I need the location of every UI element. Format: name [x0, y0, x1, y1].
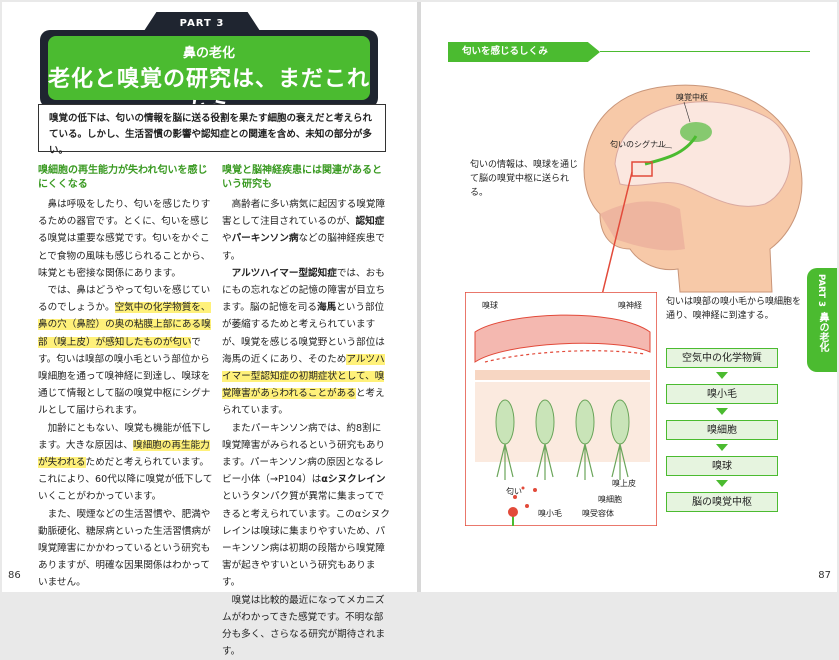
text: 加齢にともない、嗅覚も機能が低下します。大きな原因は、: [38, 422, 211, 451]
flow-step: 脳の嗅覚中枢: [666, 492, 778, 512]
bold-text: 海馬: [316, 302, 337, 314]
molecule: [513, 495, 517, 499]
molecule: [525, 504, 529, 508]
brain-shape: [614, 101, 791, 207]
paragraph: では、鼻はどうやって匂いを感じているのでしょうか。空気中の化学物質を、鼻の穴（鼻…: [38, 282, 213, 420]
label-odor-signal: 匂いのシグナル: [610, 140, 666, 149]
side-tab-chapter: 鼻の老化: [817, 312, 828, 352]
label-olfactory-nerve: 嗅神経: [618, 301, 642, 310]
part-label: PART 3: [142, 12, 262, 34]
olfactory-cell: [610, 399, 630, 445]
diagram-tab: 匂いを感じるしくみ: [448, 42, 600, 62]
flower-icon: [508, 507, 518, 526]
side-tab-part: PART 3: [816, 274, 826, 307]
paragraph: 加齢にともない、嗅覚も機能が低下します。大きな原因は、嗅細胞の再生能力が失われる…: [38, 420, 213, 506]
zoom-box: [631, 161, 653, 177]
flow-step: 嗅小毛: [666, 384, 778, 404]
label-odor: 匂い: [506, 487, 522, 496]
label-receptor: 嗅受容体: [582, 509, 614, 518]
text: 嗅覚は比較的最近になってメカニズムがわかってきた感覚です。不明な部分も多く、さら…: [222, 594, 386, 658]
label-olfactory-cell: 嗅細胞: [598, 495, 622, 504]
bold-text: 認知症: [355, 216, 385, 228]
label-olfactory-center: 嗅覚中枢: [676, 93, 708, 102]
paragraph: 嗅覚は比較的最近になってメカニズムがわかってきた感覚です。不明な部分も多く、さら…: [222, 592, 390, 660]
olfactory-cell: [575, 399, 595, 445]
bone-layer: [475, 370, 650, 380]
text: ためだと考えられています。これにより、60代以降に嗅覚が低下していくことがわかっ…: [38, 457, 213, 503]
down-arrow-icon: [716, 408, 728, 415]
olfactory-center: [680, 122, 712, 142]
molecule: [521, 486, 525, 490]
olfactory-detail-illustration: [465, 292, 657, 526]
label-olfactory-bulb: 嗅球: [482, 301, 498, 310]
down-arrow-icon: [716, 480, 728, 487]
label-olfactory-epithelium: 嗅上皮: [612, 479, 636, 488]
zoom-line: [601, 171, 633, 296]
paragraph: 鼻は呼吸をしたり、匂いを感じたりするための器官です。とくに、匂いを感じる嗅覚は重…: [38, 196, 213, 282]
zoom-connector: [601, 171, 633, 296]
text: や: [222, 233, 232, 245]
text: では、鼻はどうやって匂いを感じているのでしょうか。: [38, 285, 211, 314]
column-1-heading: 嗅細胞の再生能力が失われ匂いを感じにくくなる: [38, 165, 208, 190]
bold-text: アルツハイマー型認知症: [231, 267, 337, 279]
text: また、喫煙などの生活習慣や、肥満や動脈硬化、糖尿病といった生活習慣病が嗅覚障害に…: [38, 508, 211, 589]
flow-step: 空気中の化学物質: [666, 348, 778, 368]
head-illustration: [583, 84, 803, 293]
chapter-subtitle: 鼻の老化: [182, 46, 235, 61]
diagram-caption: 匂いの情報は、嗅球を通じて脳の嗅覚中枢に送られる。: [470, 160, 579, 198]
cilia-group: [496, 443, 629, 480]
divider: [600, 51, 810, 52]
page-gutter: [417, 2, 421, 592]
flow-caption: 匂いは嗅部の嗅小毛から嗅細胞を通り、嗅神経に到達する。: [666, 297, 802, 321]
molecule: [533, 488, 537, 492]
paragraph: またパーキンソン病では、約8割に嗅覚障害がみられるという研究もあります。パーキン…: [222, 420, 390, 592]
text: です。匂いは嗅部の嗅小毛という部位から嗅細胞を通って嗅神経に到達し、嗅球を通じて…: [38, 336, 211, 417]
bold-text: パーキンソン病: [231, 233, 299, 245]
column-2-heading: 嗅覚と脳神経疾患には関連があるという研究も: [222, 165, 382, 190]
olfactory-cell: [535, 399, 555, 445]
flower-head: [508, 507, 518, 517]
leader-line: [683, 101, 691, 123]
column-1: 嗅細胞の再生能力が失われ匂いを感じにくくなる 鼻は呼吸をしたり、匂いを感じたりす…: [38, 164, 213, 592]
cilia: [576, 443, 594, 480]
text: 高齢者に多い病気に起因する嗅覚障害として注目されているのが、: [222, 199, 386, 228]
side-tab: PART 3 鼻の老化: [807, 268, 837, 372]
page-title: 老化と嗅覚の研究は、まだこれから: [48, 67, 371, 124]
olfactory-bulb-tissue: [474, 314, 651, 363]
column-2: 嗅覚と脳神経疾患には関連があるという研究も 高齢者に多い病気に起因する嗅覚障害と…: [222, 164, 390, 660]
paragraph: アルツハイマー型認知症では、おもにもの忘れなどの記憶の障害が目立ちます。脳の記憶…: [222, 265, 390, 420]
bold-text: αシヌクレイン: [321, 474, 386, 486]
text: という部位が萎縮するためと考えられていますが、嗅覚を感じる嗅覚野という部位は海馬…: [222, 302, 385, 365]
text: 鼻は呼吸をしたり、匂いを感じたりするための器官です。とくに、匂いを感じる嗅覚は重…: [38, 199, 211, 279]
cell-group: [495, 399, 630, 445]
down-arrow-icon: [716, 444, 728, 451]
text: では、おもにもの忘れなどの記憶の障害が目立ちます。脳の記憶を司る: [222, 267, 386, 314]
paragraph: また、喫煙などの生活習慣や、肥満や動脈硬化、糖尿病といった生活習慣病が嗅覚障害に…: [38, 506, 213, 592]
page-number-left: 86: [8, 570, 21, 581]
text: またパーキンソン病では、約8割に嗅覚障害がみられるという研究もあります。パーキン…: [222, 422, 386, 486]
text: というタンパク質が異常に集まってできると考えられています。このαシヌクレインは嗅…: [222, 491, 390, 589]
leader-line: [655, 145, 673, 149]
paragraph: 高齢者に多い病気に起因する嗅覚障害として注目されているのが、認知症やパーキンソン…: [222, 196, 390, 265]
title-panel: 鼻の老化 老化と嗅覚の研究は、まだこれから: [48, 36, 370, 124]
lead-text: 嗅覚の低下は、匂いの情報を脳に送る役割を果たす細胞の衰えだと考えられている。しか…: [49, 113, 373, 156]
text: などの脳神経疾患です。: [222, 233, 385, 262]
cilia: [536, 443, 554, 480]
olfactory-cell: [495, 399, 515, 445]
label-cilia: 嗅小毛: [538, 509, 562, 518]
odor-molecules: [513, 486, 537, 508]
page-number-right: 87: [818, 570, 831, 581]
cilia: [496, 443, 514, 480]
cilia: [611, 443, 629, 480]
lead-box: 嗅覚の低下は、匂いの情報を脳に送る役割を果たす細胞の衰えだと考えられている。しか…: [38, 104, 386, 156]
flow-step: 嗅球: [666, 456, 778, 476]
flow-step: 嗅細胞: [666, 420, 778, 440]
text: と考えられています。: [222, 388, 385, 417]
down-arrow-icon: [716, 372, 728, 379]
